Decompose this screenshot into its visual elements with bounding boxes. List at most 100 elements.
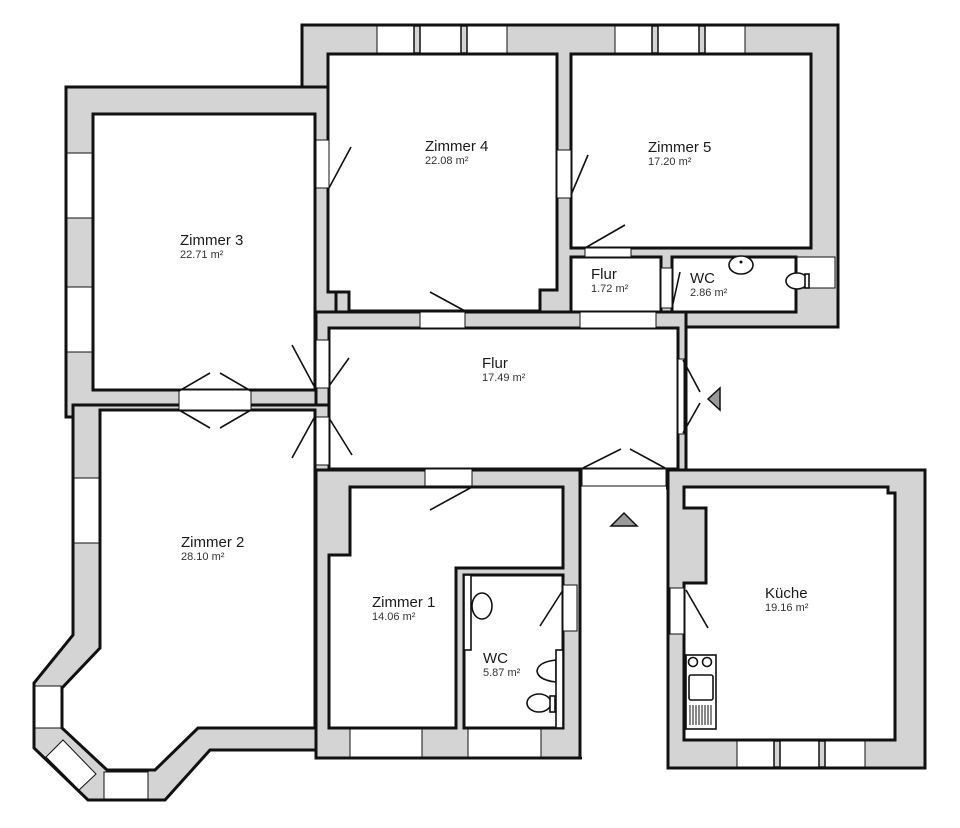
room-area: 22.08 m² xyxy=(425,155,469,168)
window-zimmer-5 xyxy=(614,25,746,54)
floor-zimmer-5 xyxy=(569,52,813,250)
floor-kueche xyxy=(682,485,897,742)
room-name: Zimmer 4 xyxy=(425,138,489,155)
door-zimmer-5 xyxy=(570,154,589,196)
fixtures xyxy=(463,255,810,730)
window-zimmer-2 xyxy=(73,477,100,544)
room-label-kueche: Küche 19.16 m² xyxy=(765,585,808,615)
door-double-z2-b xyxy=(219,409,252,429)
door-zimmer-1 xyxy=(429,486,473,511)
door-flur-small xyxy=(584,224,626,249)
window-wc-bottom xyxy=(467,728,542,758)
room-label-wc-top: WC 2.86 m² xyxy=(690,270,727,300)
opening-entrance xyxy=(581,468,667,487)
room-name: WC xyxy=(690,270,715,287)
floor-flur-small xyxy=(569,255,663,314)
room-area: 19.16 m² xyxy=(765,602,809,615)
door-entrance-b xyxy=(629,448,666,469)
floor-zimmer-4 xyxy=(326,52,559,313)
window-mullion xyxy=(773,740,781,768)
sink-tap-icon xyxy=(739,260,743,264)
opening-zimmer-3-right xyxy=(315,339,330,389)
window-zimmer-3-b xyxy=(66,286,93,353)
door-double-z3-a xyxy=(178,372,211,392)
opening-zimmer-4-bottom xyxy=(419,311,466,329)
room-label-flur-main: Flur 17.49 m² xyxy=(482,355,525,385)
room-name: Flur xyxy=(591,266,617,283)
room-area: 17.20 m² xyxy=(648,156,692,169)
room-name: Zimmer 2 xyxy=(181,534,245,551)
floor-zimmer-2 xyxy=(60,408,317,772)
entrance-arrow-up-icon xyxy=(609,511,639,527)
window-mullion xyxy=(698,25,706,54)
room-label-zimmer-2: Zimmer 2 28.10 m² xyxy=(181,534,244,564)
opening-flur-small-bottom xyxy=(579,311,657,329)
door-double-z3-b xyxy=(219,372,252,392)
room-name: Zimmer 5 xyxy=(648,139,712,156)
window-kueche xyxy=(736,740,866,768)
room-label-zimmer-5: Zimmer 5 17.20 m² xyxy=(648,139,711,169)
stove-burner-icon xyxy=(687,656,699,668)
opening-zimmer-3-2 xyxy=(178,389,252,411)
floor-flur-main xyxy=(327,326,680,471)
floor-zimmer-3 xyxy=(91,112,317,392)
door-flur-left-b xyxy=(328,417,353,456)
door-zimmer-4 xyxy=(328,146,352,189)
toilet-icon xyxy=(526,693,552,713)
room-name: Zimmer 3 xyxy=(180,232,244,249)
door-zimmer-4-bottom xyxy=(429,291,466,312)
wc-partition xyxy=(463,574,472,651)
window-mullion xyxy=(651,25,659,54)
entrance-arrow-left-icon xyxy=(706,386,721,412)
room-area: 22.71 m² xyxy=(180,249,224,262)
opening-kueche xyxy=(669,587,685,635)
door-wc-top xyxy=(671,271,681,309)
room-label-wc-bottom: WC 5.87 m² xyxy=(483,650,520,680)
window-zimmer-4 xyxy=(376,25,508,54)
opening-wc-top xyxy=(660,267,673,309)
window-bay-diagonal xyxy=(45,739,97,791)
room-name: Küche xyxy=(765,585,808,602)
window-mullion xyxy=(818,740,826,768)
door-swings xyxy=(178,146,709,629)
toilet-tank-icon xyxy=(804,273,810,289)
room-label-zimmer-4: Zimmer 4 22.08 m² xyxy=(425,138,488,168)
door-double-z2-a xyxy=(178,409,211,429)
opening-flur-right xyxy=(677,358,685,435)
floor-zimmer-1 xyxy=(327,485,565,730)
room-name: Flur xyxy=(482,355,508,372)
window-bay-left xyxy=(34,685,62,729)
room-area: 2.86 m² xyxy=(690,287,728,300)
drainboard-icon xyxy=(689,705,712,725)
sink-icon xyxy=(471,592,493,620)
door-flur-right-b xyxy=(682,402,701,434)
door-wc-bottom xyxy=(539,589,564,627)
room-area: 28.10 m² xyxy=(181,551,225,564)
door-kueche xyxy=(685,589,709,629)
window-mullion xyxy=(413,25,421,54)
window-mullion xyxy=(460,25,468,54)
opening-zimmer-5-left xyxy=(556,149,572,199)
room-area: 5.87 m² xyxy=(483,667,521,680)
wc-wall-panel xyxy=(555,649,564,729)
room-label-zimmer-1: Zimmer 1 14.06 m² xyxy=(372,594,435,624)
room-label-zimmer-3: Zimmer 3 22.71 m² xyxy=(180,232,243,262)
door-openings xyxy=(178,139,685,635)
window-bay-bottom xyxy=(103,771,149,800)
kitchen-sink-icon xyxy=(688,674,714,701)
window-zimmer-1 xyxy=(349,728,423,758)
opening-zimmer-1-top xyxy=(424,468,473,487)
room-area: 17.49 m² xyxy=(482,372,526,385)
door-flur-right-a xyxy=(682,359,701,393)
toilet-tank-icon xyxy=(549,695,556,713)
room-name: WC xyxy=(483,650,508,667)
opening-wc-bottom xyxy=(562,584,578,632)
door-flur-left-a xyxy=(328,357,350,387)
door-entrance-a xyxy=(582,448,622,469)
room-label-flur-small: Flur 1.72 m² xyxy=(591,266,628,296)
urinal-icon xyxy=(536,659,557,683)
room-area: 1.72 m² xyxy=(591,283,629,296)
stove-burner-icon xyxy=(701,656,713,668)
door-zimmer-2 xyxy=(291,417,315,459)
